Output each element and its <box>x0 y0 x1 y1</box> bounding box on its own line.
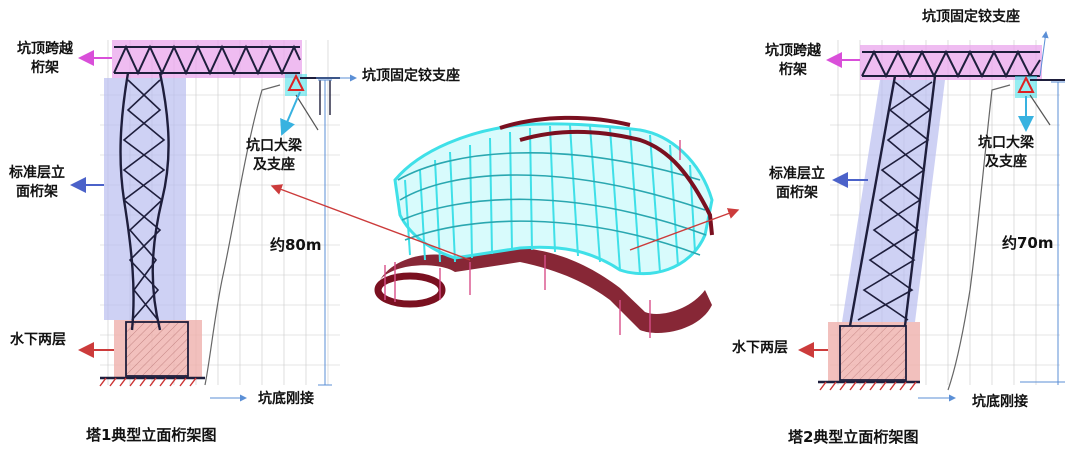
tower2-height-dimension <box>918 81 1065 402</box>
tower1-standard-truss-zone <box>104 78 186 320</box>
t1-bottom-label: 坑底刚接 <box>258 391 314 407</box>
model-link-arrow-left <box>270 184 471 261</box>
3d-structure-model <box>270 115 740 338</box>
t1-height-label: 约80m <box>270 236 322 254</box>
model-link-arrow-right <box>629 208 740 251</box>
tower2-standard-truss-zone <box>842 80 945 322</box>
t2-edge-beam-label-l1: 坑口大梁 <box>978 135 1034 151</box>
t1-top-truss-label-l1: 坑顶跨越 <box>17 41 73 57</box>
tower2-top-truss <box>861 49 1041 79</box>
tower1-base <box>99 321 205 387</box>
t1-edge-beam-label-l2: 及支座 <box>253 157 295 173</box>
tower1-top-truss <box>113 44 301 76</box>
t1-edge-beam-label-l1: 坑口大梁 <box>246 138 302 154</box>
t2-caption: 塔2典型立面桁架图 <box>788 428 919 446</box>
tower1-elevation <box>70 40 357 402</box>
t1-std-truss-label-l1: 标准层立 <box>9 165 65 181</box>
tower2-underwater-hatch <box>840 326 906 380</box>
t2-fixed-hinge-label: 坑顶固定铰支座 <box>922 9 1020 25</box>
t2-edge-beam-label-l2: 及支座 <box>985 154 1027 170</box>
t1-underwater-label: 水下两层 <box>10 332 66 348</box>
t2-std-truss-label-l2: 面桁架 <box>776 185 818 201</box>
t2-std-truss-label-l1: 标准层立 <box>769 166 825 182</box>
t1-caption: 塔1典型立面桁架图 <box>86 426 217 444</box>
t2-top-truss-label-l1: 坑顶跨越 <box>765 43 821 59</box>
model-floor-rings <box>397 152 707 256</box>
t1-fixed-hinge-label: 坑顶固定铰支座 <box>362 68 460 84</box>
tower1-hinge-support <box>285 73 340 131</box>
model-edge-beams <box>499 115 714 236</box>
t2-underwater-label: 水下两层 <box>732 340 788 356</box>
t2-height-label: 约70m <box>1002 234 1054 252</box>
t2-top-truss-label-l2: 桁架 <box>779 62 807 78</box>
tower1-edge-beam-arrow <box>280 91 301 136</box>
tower1-height-dimension <box>210 74 357 402</box>
t1-std-truss-label-l2: 面桁架 <box>16 184 58 200</box>
tower1-slope-line <box>204 84 281 386</box>
tower2-slope-line <box>947 84 1011 391</box>
tower2-vertical-truss <box>848 75 937 327</box>
model-base-ring <box>380 248 712 333</box>
tower1-vertical-truss <box>119 72 170 331</box>
tower2-base <box>818 325 920 391</box>
tower2-elevation <box>798 31 1065 402</box>
tower1-underwater-hatch <box>126 322 188 376</box>
t2-bottom-label: 坑底刚接 <box>972 394 1028 410</box>
tower2-hinge-support <box>1015 31 1065 126</box>
t1-top-truss-label-l2: 桁架 <box>31 60 59 76</box>
model-piles <box>384 140 681 338</box>
